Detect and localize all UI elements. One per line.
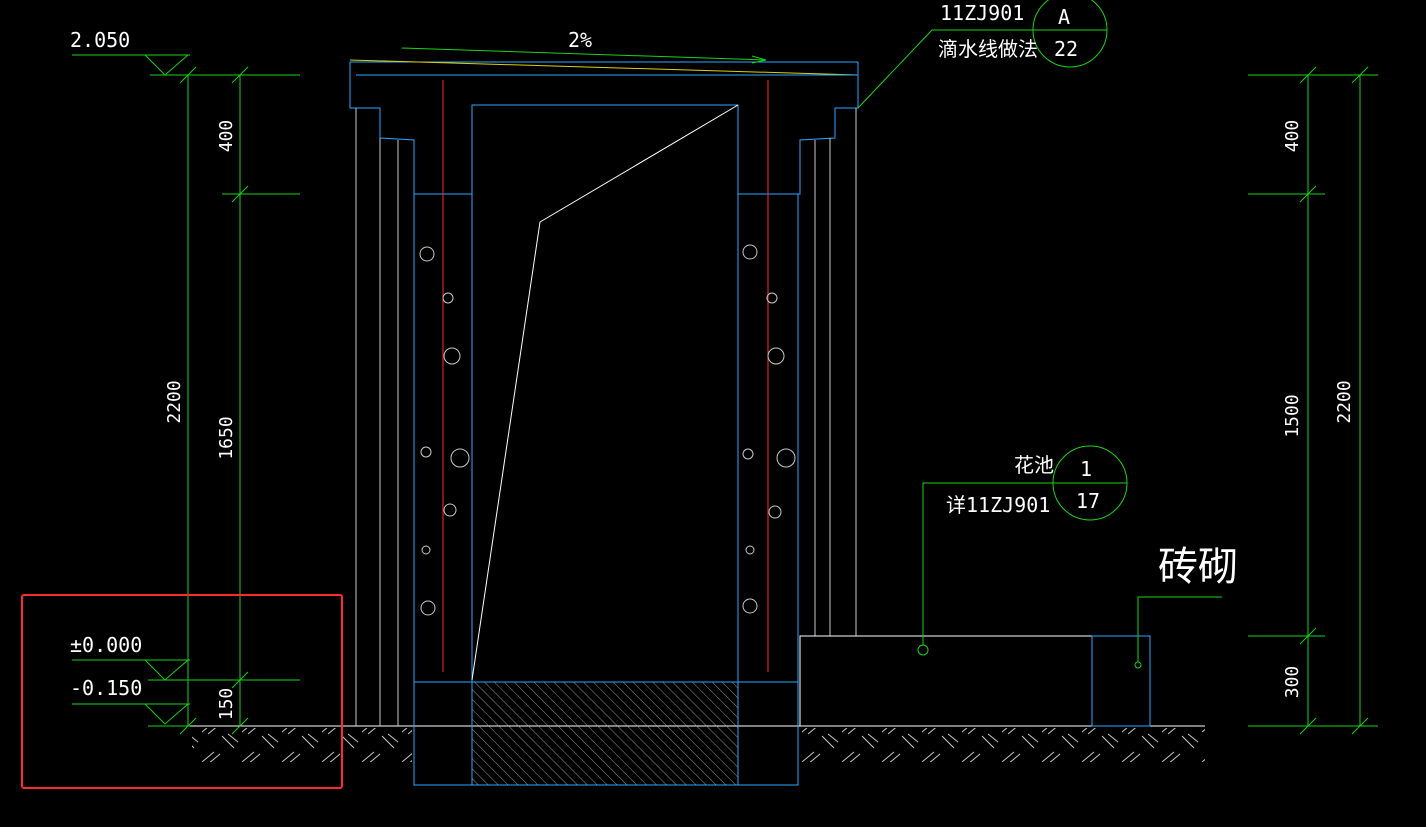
left-dim-total: 2200 (164, 380, 185, 423)
earth-hatch-left (192, 728, 412, 762)
elevation-zero-text: ±0.000 (70, 633, 142, 657)
right-pier (737, 80, 799, 683)
gate-opening (471, 104, 739, 683)
left-dim-top: 400 (216, 120, 237, 153)
planter-callout: 花池 详11ZJ901 1 17 (922, 445, 1128, 645)
elevation-top-marker: 2.050 (70, 28, 300, 76)
elevation-ground-marker: -0.150 (70, 676, 190, 727)
drip-callout: 11ZJ901 滴水线做法 A 22 (857, 0, 1108, 109)
right-dim-bottom: 300 (1282, 666, 1303, 699)
planter-symbol-text: 1 (1080, 457, 1092, 481)
elevation-ground-text: -0.150 (70, 676, 142, 700)
material-label-text: 砖砌 (1158, 544, 1238, 590)
left-dim-middle: 1650 (216, 416, 237, 459)
elevation-top-text: 2.050 (70, 28, 130, 52)
planter-box (799, 635, 1151, 727)
drip-sheet-text: 22 (1054, 37, 1078, 61)
drip-standard-text: 11ZJ901 (940, 1, 1024, 25)
left-pier (413, 80, 473, 683)
earth-hatch-right (800, 728, 1205, 762)
right-dim-total: 2200 (1334, 380, 1355, 423)
planter-label-text: 花池 (1014, 453, 1054, 477)
left-dimension-chain: 2200 400 1650 150 (164, 66, 300, 735)
drip-symbol-text: A (1058, 5, 1070, 29)
planter-ref-text: 详11ZJ901 (946, 493, 1050, 517)
right-dim-top: 400 (1282, 120, 1303, 153)
planter-sheet-text: 17 (1076, 489, 1100, 513)
left-finish-lines (355, 108, 399, 726)
slope-label: 2% (568, 28, 592, 52)
roof-cap (349, 59, 859, 195)
right-finish-lines (814, 108, 857, 636)
right-dim-middle: 1500 (1282, 394, 1303, 437)
right-dimension-chain: 400 1500 300 2200 (1248, 66, 1378, 735)
material-callout: 砖砌 (1137, 544, 1238, 662)
elevation-zero-marker: ±0.000 (70, 633, 300, 681)
foundation (413, 681, 799, 786)
left-dim-bottom: 150 (216, 688, 237, 721)
highlight-box (21, 594, 343, 789)
slope-arrow: 2% (401, 28, 767, 64)
drip-label-text: 滴水线做法 (938, 37, 1038, 61)
